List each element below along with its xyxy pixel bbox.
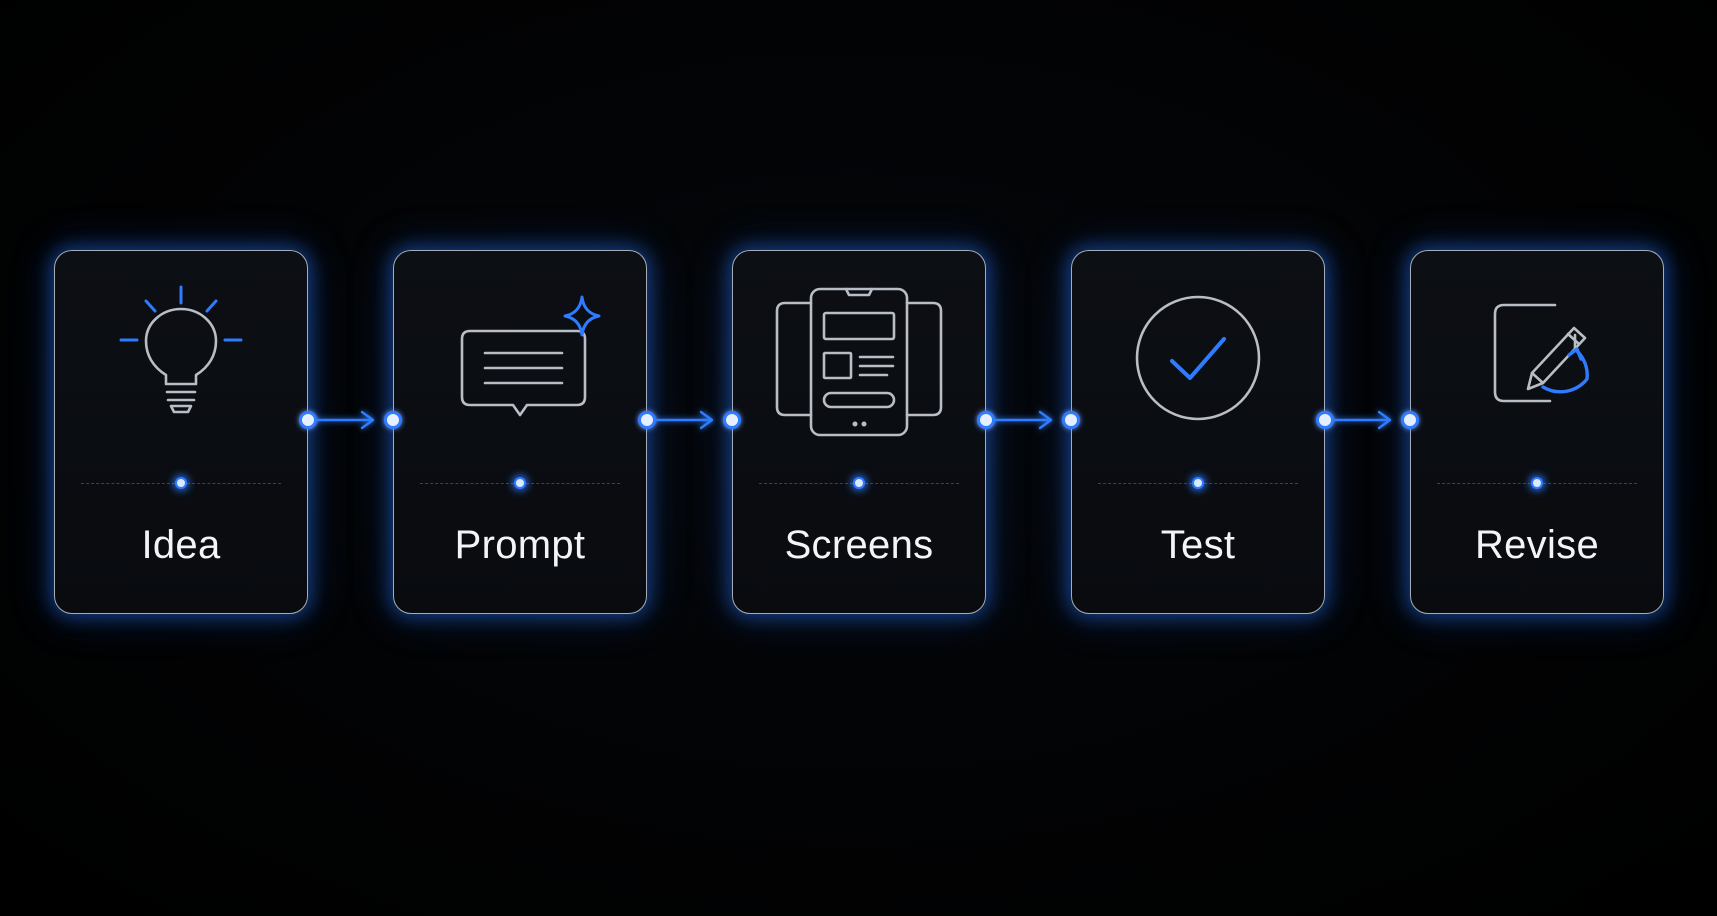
step-label-prompt: Prompt [454, 523, 586, 567]
step-label-screens: Screens [784, 523, 934, 567]
card-node [1531, 477, 1543, 489]
step-label-revise: Revise [1474, 523, 1600, 567]
step-card-test: Test [1071, 250, 1325, 614]
check-circle-icon [1135, 295, 1261, 421]
lightbulb-icon [119, 285, 243, 414]
connector-test-revise [1316, 410, 1419, 430]
chat-bubble-sparkle-icon [460, 295, 601, 417]
connector-idea-prompt [299, 410, 402, 430]
connector-screens-test [977, 410, 1080, 430]
step-card-prompt: Prompt [393, 250, 647, 614]
step-card-screens: Screens [732, 250, 986, 614]
step-label-test: Test [1160, 523, 1236, 567]
connector-prompt-screens [638, 410, 741, 430]
card-node [853, 477, 865, 489]
step-card-revise: Revise [1410, 250, 1664, 614]
phone-screens-icon [775, 287, 943, 437]
card-node [1192, 477, 1204, 489]
card-node [175, 477, 187, 489]
edit-refresh-icon [1493, 303, 1589, 403]
card-node [514, 477, 526, 489]
step-card-idea: Idea [54, 250, 308, 614]
step-label-idea: Idea [141, 523, 221, 567]
